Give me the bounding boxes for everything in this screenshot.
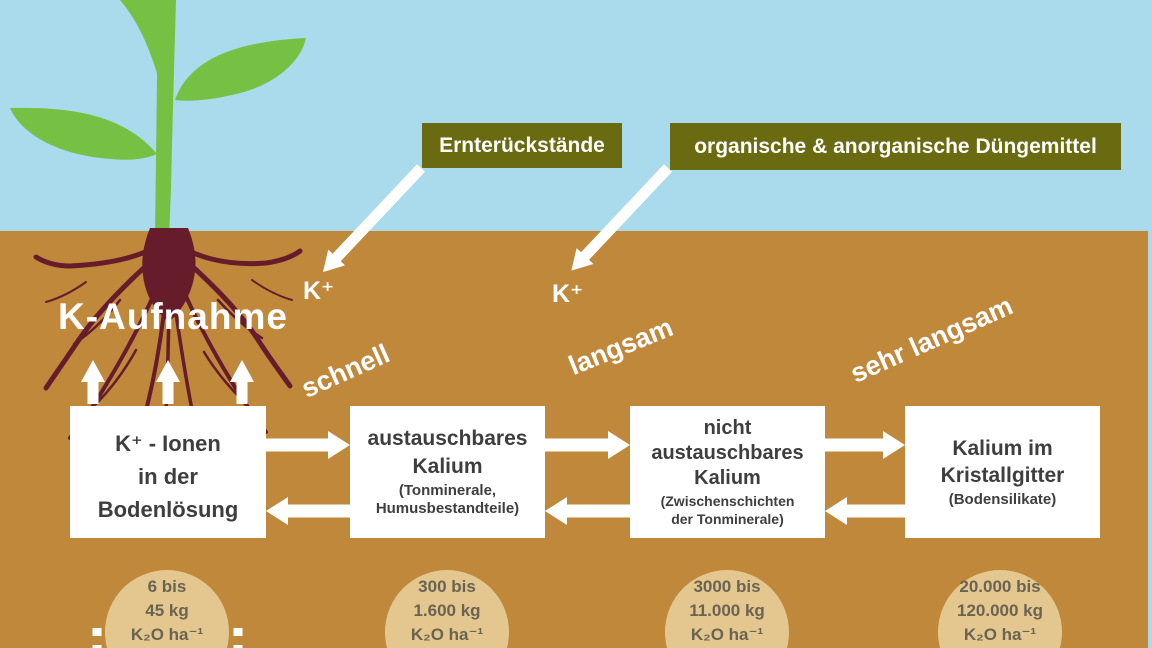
pool-note: (Bodensilikate) bbox=[948, 491, 1057, 509]
fertilizers-label: organische & anorganische Düngemittel bbox=[670, 123, 1121, 170]
seedling-icon bbox=[10, 0, 306, 234]
k-ion-label-left: K⁺ bbox=[303, 277, 335, 305]
pool-note: (Tonminerale,Humusbestandteile) bbox=[375, 482, 520, 518]
k-uptake-label: K-Aufnahme bbox=[58, 296, 288, 337]
k-ion-label-right: K⁺ bbox=[552, 280, 584, 308]
crop-residues-label: Ernterückstände bbox=[422, 123, 622, 168]
